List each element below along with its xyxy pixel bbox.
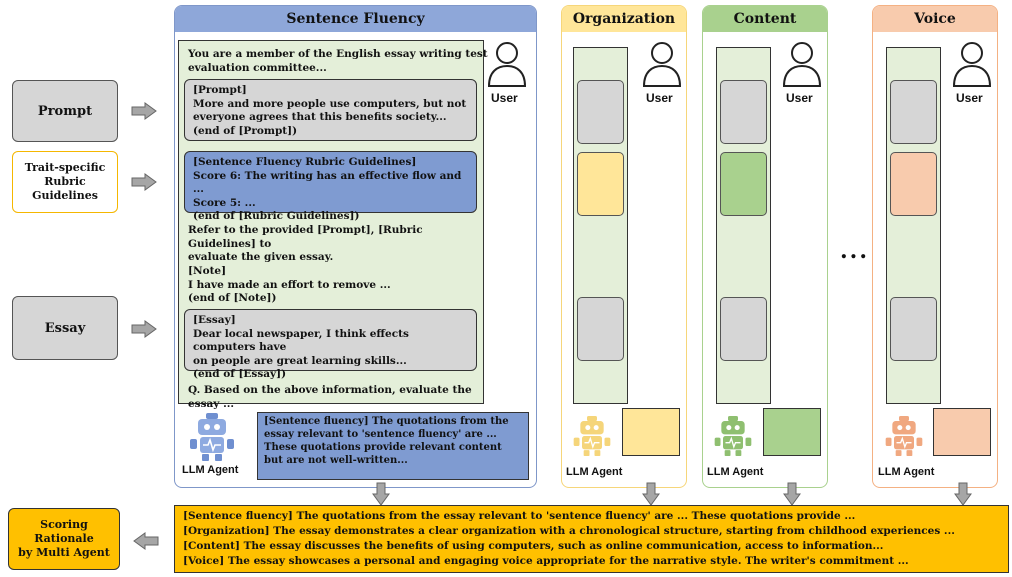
organization-prompt-block xyxy=(577,80,624,144)
rubric-block: [Sentence Fluency Rubric Guidelines] Sco… xyxy=(184,151,477,222)
robot-icon xyxy=(885,416,923,456)
user-icon xyxy=(952,42,992,87)
essay-block: [Essay] Dear local newspaper, I think ef… xyxy=(184,309,477,380)
trait-label-2: Rubric xyxy=(44,175,86,188)
user-icon xyxy=(782,42,822,87)
sentence-fluency-header: Sentence Fluency xyxy=(175,6,536,32)
voice-output xyxy=(933,408,991,456)
content-essay-block xyxy=(720,297,767,361)
voice-essay-block xyxy=(890,297,937,361)
refer-text: Refer to the provided [Prompt], [Rubric … xyxy=(188,224,423,263)
user-label: User xyxy=(786,91,813,105)
arrow-down-icon xyxy=(954,482,972,506)
rationale-line: [Sentence fluency] The quotations from t… xyxy=(183,510,856,522)
prompt-label: Prompt xyxy=(37,103,93,119)
robot-icon xyxy=(573,416,611,456)
question-text: Q. Based on the above information, evalu… xyxy=(188,384,472,410)
content-rubric-block xyxy=(720,152,767,216)
arrow-down-icon xyxy=(783,482,801,506)
llm-agent-label: LLM Agent xyxy=(182,464,239,476)
user-label: User xyxy=(956,91,983,105)
user-label: User xyxy=(491,91,518,105)
organization-rubric-block xyxy=(577,152,624,216)
organization-essay-block xyxy=(577,297,624,361)
essay-input-box: Essay xyxy=(12,296,118,360)
rationale-line: [Organization] The essay demonstrates a … xyxy=(183,525,955,537)
voice-rubric-block xyxy=(890,152,937,216)
sentence-fluency-output: [Sentence fluency] The quotations from t… xyxy=(257,412,529,480)
user-icon xyxy=(642,42,682,87)
content-prompt-block xyxy=(720,80,767,144)
arrow-right-icon xyxy=(131,173,157,191)
llm-agent-label: LLM Agent xyxy=(566,466,623,478)
arrow-down-icon xyxy=(642,482,660,506)
rationale-line: [Voice] The essay showcases a personal a… xyxy=(183,555,909,567)
arrow-left-icon xyxy=(133,532,159,550)
arrow-right-icon xyxy=(131,102,157,120)
robot-icon xyxy=(714,416,752,456)
note-block: [Note] I have made an effort to remove .… xyxy=(188,265,391,304)
content-output xyxy=(763,408,821,456)
user-icon xyxy=(487,42,527,87)
voice-header: Voice xyxy=(873,6,997,32)
llm-agent-label: LLM Agent xyxy=(707,466,764,478)
intro-text: You are a member of the English essay wr… xyxy=(188,48,488,74)
organization-output xyxy=(622,408,680,456)
arrow-right-icon xyxy=(131,320,157,338)
trait-label-1: Trait-specific xyxy=(24,161,106,174)
robot-icon xyxy=(190,413,234,461)
prompt-input-box: Prompt xyxy=(12,80,118,142)
organization-header: Organization xyxy=(562,6,686,32)
llm-agent-label: LLM Agent xyxy=(878,466,935,478)
scoring-rationale-output: [Sentence fluency] The quotations from t… xyxy=(174,505,1009,573)
trait-label-3: Guidelines xyxy=(32,189,98,202)
prompt-block: [Prompt] More and more people use comput… xyxy=(184,79,477,141)
arrow-down-icon xyxy=(372,482,390,506)
essay-label: Essay xyxy=(44,320,86,336)
ellipsis: ... xyxy=(840,238,869,264)
voice-prompt-block xyxy=(890,80,937,144)
user-label: User xyxy=(646,91,673,105)
content-header: Content xyxy=(703,6,827,32)
rationale-line: [Content] The essay discusses the benefi… xyxy=(183,540,884,552)
